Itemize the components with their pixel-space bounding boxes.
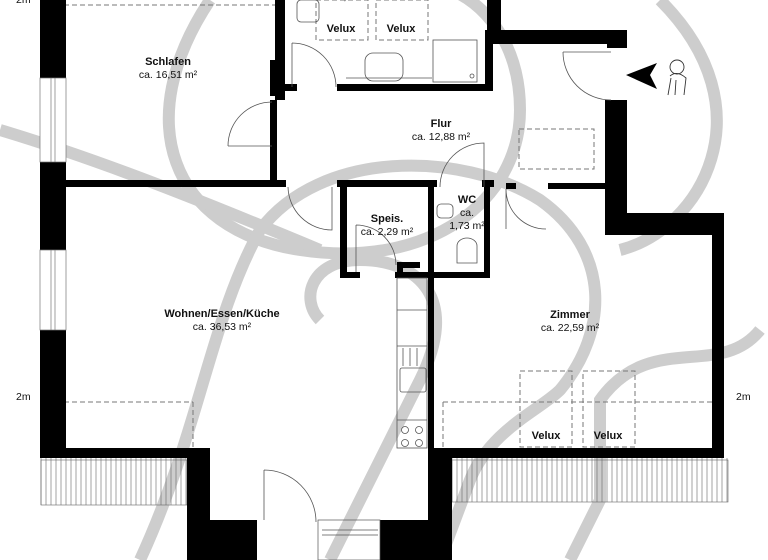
person-icon [667, 59, 687, 96]
door-zimmer [505, 188, 547, 230]
room-area: ca. 36,53 m² [192, 321, 252, 334]
kitchen-sink-icon [399, 367, 427, 393]
dimension-label: 2m [16, 0, 31, 6]
skylight-label: Velux [593, 430, 623, 442]
dimension-label: 2m [736, 391, 751, 403]
door-wc [439, 142, 485, 188]
entrance-arrow-icon [626, 63, 657, 89]
skylight-label: Velux [326, 23, 356, 35]
doors [227, 42, 612, 523]
stove-icon [401, 426, 423, 447]
toilet-icon [456, 237, 478, 264]
room-area: ca. 16,51 m² [138, 69, 198, 82]
roof-overhang-left [40, 458, 188, 506]
skylight-label: Velux [531, 430, 561, 442]
door-speis [355, 224, 397, 272]
room-label-schlafen: Schlafen ca. 16,51 m² [139, 56, 197, 82]
walls [40, 0, 724, 560]
room-area: ca. [459, 207, 475, 220]
room-label-zimmer: Zimmer ca. 22,59 m² [541, 309, 599, 335]
shower-icon [432, 39, 478, 83]
room-label-wohnen: Wohnen/Essen/Küche ca. 36,53 m² [164, 308, 279, 334]
dimension-label: 2m [16, 391, 31, 403]
room-area: ca. 5,42 m² [321, 0, 374, 4]
sink-icon [364, 52, 404, 82]
room-name: Schlafen [145, 56, 191, 68]
door-balcony [263, 469, 317, 523]
roof-overhang-right [451, 458, 729, 503]
room-area: ca. 22,59 m² [540, 322, 600, 335]
door-bad [291, 42, 337, 88]
room-name: Zimmer [550, 309, 590, 321]
room-area: 1,73 m² [449, 219, 485, 232]
door-wohnen [287, 186, 333, 231]
room-label-flur: Flur ca. 12,88 m² [412, 118, 470, 144]
room-name: Speis. [370, 213, 404, 225]
fixtures [296, 0, 478, 449]
door-schlafen [227, 101, 273, 147]
door-entrance [562, 51, 612, 101]
balcony-door[interactable] [317, 519, 381, 560]
room-name: Flur [430, 118, 452, 130]
kitchen-counter [396, 277, 428, 449]
wc-sink-icon [436, 203, 454, 219]
room-name: Wohnen/Essen/Küche [164, 308, 280, 320]
window-left-schlafen [39, 77, 67, 163]
window-left-wohnen [39, 249, 67, 331]
room-name: WC [457, 194, 477, 206]
room-area: ca. 12,88 m² [411, 131, 471, 144]
room-label-wc: WC ca. 1,73 m² [449, 194, 485, 232]
room-label-speis: Speis. ca. 2,29 m² [361, 213, 414, 239]
skylight-label: Velux [386, 23, 416, 35]
room-area: ca. 2,29 m² [360, 226, 414, 239]
dashed-lines [40, 0, 720, 455]
room-label-bad: ca. 5,42 m² [321, 0, 374, 4]
